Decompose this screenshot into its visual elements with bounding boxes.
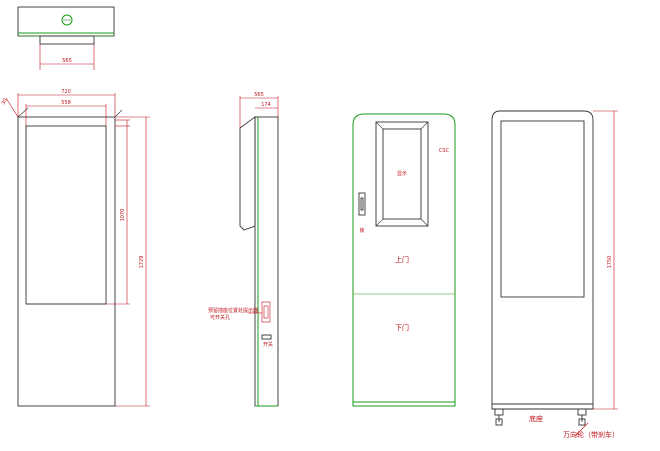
side-note-line-2: 可开关孔 — [210, 314, 230, 321]
door-view-outline — [352, 113, 456, 407]
side-dim-panel: 174 — [261, 102, 271, 108]
front-dim-screen-height: 1070 — [120, 209, 126, 222]
door-screen-outer — [375, 121, 429, 227]
top-view-body — [17, 6, 115, 37]
front-dim-top-inner: 558 — [61, 100, 71, 106]
side-view-screen-housing — [239, 116, 256, 231]
front-dim-total-height: 1729 — [139, 256, 145, 269]
caster-left-icon — [494, 408, 504, 426]
side-view-socket — [261, 301, 271, 323]
side-switch-label: 开关 — [263, 341, 273, 348]
door-screen-inner — [382, 128, 422, 220]
door-brand-label: CSC — [439, 148, 450, 154]
side-view: 565 174 预留插座位置处提示器 可开关孔 开关 — [208, 92, 279, 407]
top-view: 565 — [17, 6, 115, 70]
front-view-screen — [25, 125, 107, 305]
back-base-label: 底座 — [529, 414, 543, 423]
front-dim-top-outer: 720 — [61, 89, 71, 95]
door-upper-label: 上门 — [395, 255, 409, 264]
top-view-fan-icon — [61, 14, 73, 26]
front-view: 720 558 30 1070 1729 — [1, 89, 150, 407]
top-dim-width: 565 — [62, 58, 72, 64]
door-lower-label: 下门 — [395, 323, 409, 332]
door-lock-handle — [358, 192, 366, 216]
back-caster-label: 万向轮（带刹车） — [563, 430, 619, 439]
door-view: 锁 显示 CSC 上门 下门 — [352, 113, 456, 407]
caster-right-icon — [577, 408, 587, 426]
back-view-screen — [500, 120, 585, 298]
back-dim-total-height: 1750 — [607, 256, 613, 269]
front-view-cabinet — [17, 116, 116, 407]
front-dim-side: 30 — [1, 97, 9, 106]
door-lock-label: 锁 — [359, 227, 364, 234]
back-view: 底座 万向轮（带刹车） 1750 — [491, 110, 619, 439]
door-screen-label: 显示 — [397, 171, 407, 177]
top-view-bracket — [39, 35, 95, 45]
side-view-switch — [261, 334, 272, 340]
side-dim-depth: 565 — [254, 92, 264, 98]
back-view-outline — [491, 110, 594, 410]
side-note-line-1: 预留插座位置处提示器 — [208, 307, 258, 314]
